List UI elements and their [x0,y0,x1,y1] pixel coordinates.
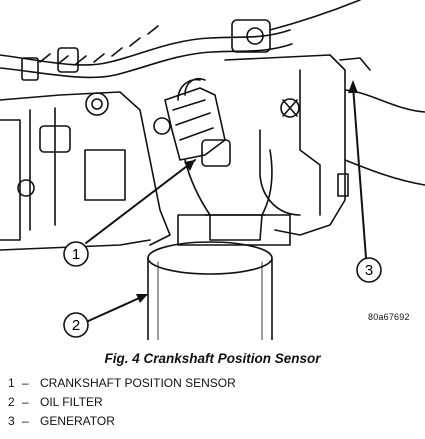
oil-filter [147,241,273,340]
legend-label: OIL FILTER [40,395,103,409]
svg-text:2: 2 [72,317,80,334]
callout-2: 2 [63,312,89,338]
wiring-harness [0,0,361,81]
legend-dash: – [22,414,29,428]
legend: 1–CRANKSHAFT POSITION SENSOR 2–OIL FILTE… [8,374,236,431]
callout-1: 1 [63,241,89,267]
callout-arrowheads [136,80,358,303]
legend-item: 3–GENERATOR [8,412,236,431]
legend-dash: – [22,395,29,409]
callout-3: 3 [356,257,382,283]
crankshaft-position-sensor [164,78,231,167]
legend-number: 2 [8,395,15,409]
legend-number: 1 [8,376,15,390]
figure-code: 80a67692 [368,312,410,322]
callout-leaders [85,85,367,323]
figure-caption: Fig. 4 Crankshaft Position Sensor [104,351,321,366]
engine-block [0,54,425,251]
legend-label: GENERATOR [40,414,115,428]
svg-text:1: 1 [72,246,80,263]
engine-illustration: 1 2 3 [0,0,425,340]
legend-dash: – [22,376,29,390]
svg-text:3: 3 [365,262,373,279]
legend-item: 2–OIL FILTER [8,393,236,412]
legend-label: CRANKSHAFT POSITION SENSOR [40,376,236,390]
legend-number: 3 [8,414,15,428]
legend-item: 1–CRANKSHAFT POSITION SENSOR [8,374,236,393]
oil-filter-adapter [177,149,291,246]
